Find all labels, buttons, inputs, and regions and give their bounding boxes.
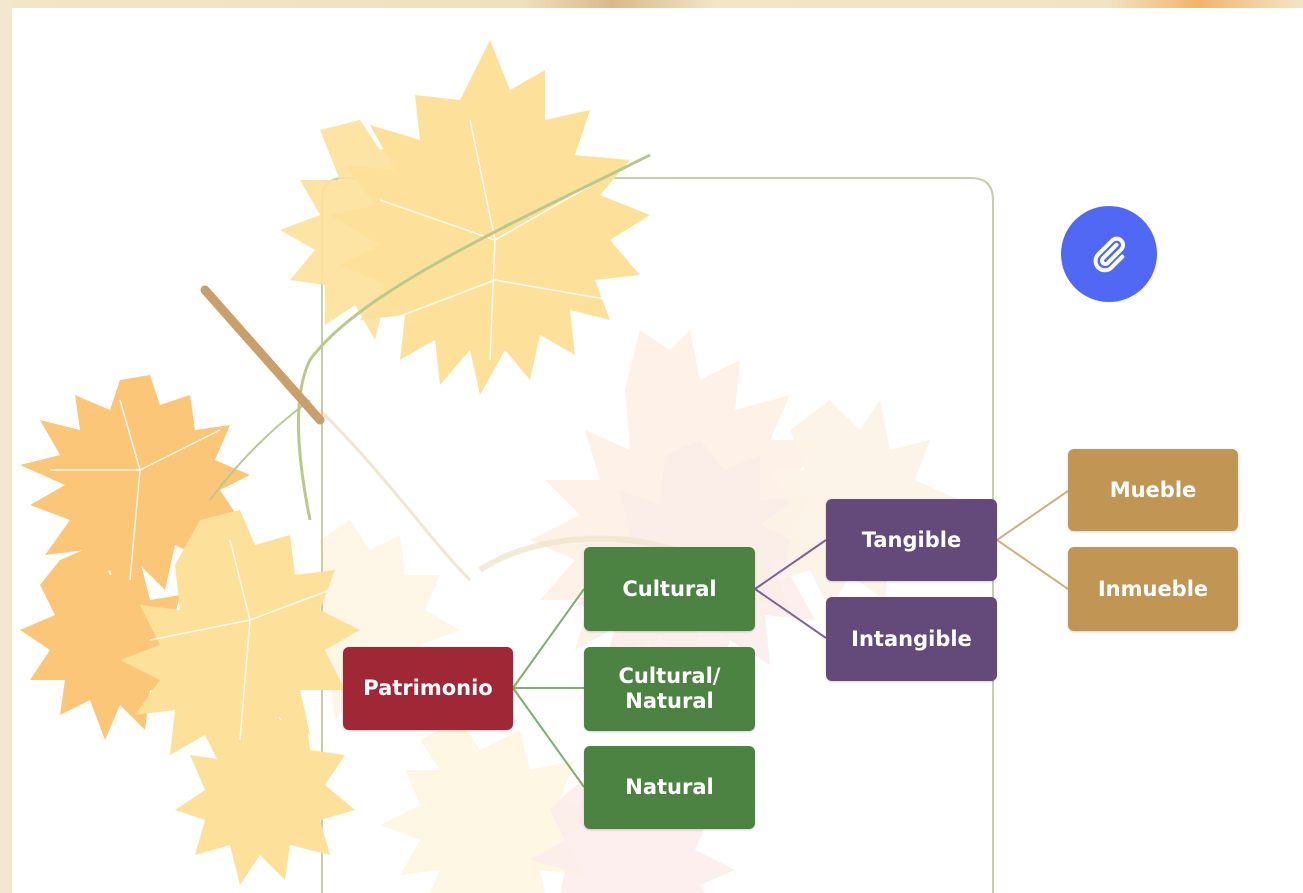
node-cultural-natural[interactable]: Cultural/ Natural (584, 647, 755, 731)
node-patrimonio[interactable]: Patrimonio (343, 647, 513, 730)
attach-button[interactable] (1061, 206, 1157, 302)
tangible-connectors (996, 490, 1069, 590)
node-inmueble[interactable]: Inmueble (1068, 547, 1238, 631)
frame-top-border (0, 0, 1303, 8)
frame-left-border (0, 0, 12, 893)
node-intangible[interactable]: Intangible (826, 597, 997, 681)
paperclip-icon (1093, 236, 1125, 273)
root-connectors (512, 588, 585, 788)
node-cultural[interactable]: Cultural (584, 547, 755, 631)
node-natural[interactable]: Natural (584, 746, 755, 829)
node-mueble[interactable]: Mueble (1068, 449, 1238, 531)
cultural-connectors (754, 539, 827, 639)
node-tangible[interactable]: Tangible (826, 499, 997, 581)
